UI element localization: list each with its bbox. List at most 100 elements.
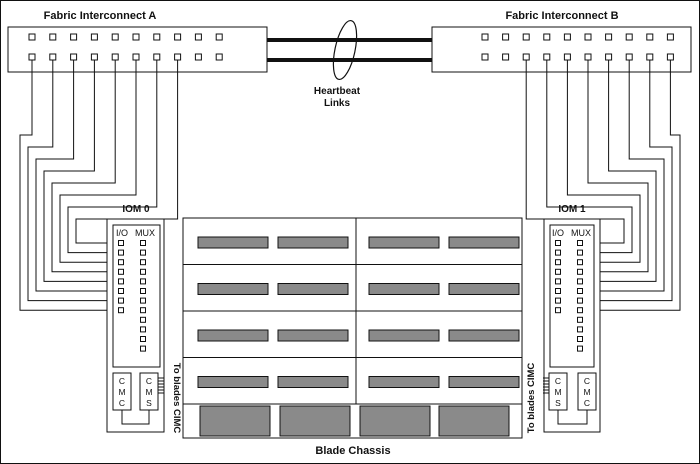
fabric-b-port-r2-1 <box>481 53 489 61</box>
iom0-io-port-4 <box>118 268 124 275</box>
iom1-io-port-1 <box>555 240 561 246</box>
iom0-mux-port-4 <box>140 268 146 275</box>
fabric-a-port-r1-3 <box>70 33 78 41</box>
iom1-mux-label: MUX <box>571 228 591 238</box>
fabric-interconnect-b: Fabric Interconnect B <box>431 10 692 73</box>
fabric-a-wire-1 <box>19 60 118 311</box>
power-supply-1 <box>199 405 271 437</box>
fabric-b-port-r1-9 <box>646 33 654 41</box>
heartbeat-label-line1: Heartbeat <box>314 86 361 97</box>
fabric-b-port-r1-8 <box>625 33 633 41</box>
blade-slot-r4-4 <box>448 376 520 388</box>
iom1-mux-port-6 <box>577 288 583 294</box>
iom1-cms-letter-3: S <box>555 398 561 408</box>
blade-slot-r3-3 <box>368 329 440 342</box>
iom0-mux-port-2 <box>140 249 146 256</box>
power-supply-3 <box>359 405 431 437</box>
fabric-a-title: Fabric Interconnect A <box>44 10 157 22</box>
iom0-mux-port-8 <box>140 307 146 314</box>
blade-slot-r2-2 <box>277 283 349 295</box>
power-supply-4 <box>438 405 510 437</box>
fabric-a-wire-6 <box>59 60 137 263</box>
blade-slot-r1-1 <box>197 236 269 249</box>
iom1-cms-letter-2: M <box>554 387 561 397</box>
iom1-io-port-3 <box>555 259 561 266</box>
chassis-outline <box>182 217 523 439</box>
iom0-cmc-letter-3: C <box>119 398 125 408</box>
fabric-interconnect-a: Fabric Interconnect A <box>7 10 268 73</box>
fabric-a-port-r2-9 <box>194 53 202 61</box>
fabric-a-port-r1-7 <box>153 33 161 41</box>
iom1-cmc-letter-1: C <box>584 376 590 386</box>
fabric-a-wire-3 <box>35 60 118 292</box>
fabric-a-port-r2-2 <box>49 53 57 61</box>
iom0-title: IOM 0 <box>122 204 150 215</box>
iom1-cms-letter-1: C <box>555 376 561 386</box>
fabric-a-port-r2-3 <box>70 53 78 61</box>
fabric-b-port-r2-5 <box>563 53 571 61</box>
fabric-a-port-r2-8 <box>174 53 182 61</box>
fabric-a-port-r2-1 <box>28 53 36 61</box>
heartbeat-ellipse <box>332 19 358 81</box>
fabric-b-port-r1-6 <box>584 33 592 41</box>
iom0-io-port-7 <box>118 297 124 304</box>
fabric-b-wire-1 <box>583 60 681 311</box>
fabric-b-to-iom1-wires <box>525 60 681 311</box>
fabric-a-wire-7 <box>67 60 158 254</box>
fabric-a-wire-8 <box>75 60 179 244</box>
heartbeat-label-line2: Links <box>324 98 351 109</box>
iom1-to-blades-label: To blades CIMC <box>526 363 537 434</box>
iom0-cms-letter-1: C <box>146 376 152 386</box>
blade-slot-r2-4 <box>448 283 520 295</box>
iom1-mux-port-7 <box>577 297 583 304</box>
iom0-mux-port-5 <box>140 278 146 285</box>
iom1-io-port-5 <box>555 278 561 285</box>
fabric-b-port-r2-10 <box>666 53 674 61</box>
fabric-b-port-r1-1 <box>481 33 489 41</box>
iom1-io-port-4 <box>555 268 561 275</box>
iom0-mux-port-12 <box>140 345 146 352</box>
iom0-cms-letter-2: M <box>145 387 152 397</box>
iom1-cmc-letter-3: C <box>584 398 590 408</box>
blade-slot-r4-1 <box>197 376 269 388</box>
iom0-mux-port-10 <box>140 326 146 333</box>
fabric-b-port-r1-10 <box>666 33 674 41</box>
iom0-cmc-cms-link <box>121 410 150 425</box>
chassis-power-supplies <box>199 405 510 437</box>
blade-slot-r4-2 <box>277 376 349 388</box>
fabric-b-wire-6 <box>566 60 641 263</box>
fabric-b-port-r2-4 <box>543 53 551 61</box>
iom1-io-port-7 <box>555 297 561 304</box>
iom0-io-port-1 <box>118 240 124 246</box>
fabric-b-wire-8 <box>525 60 625 244</box>
iom1-io-label: I/O <box>552 228 564 238</box>
iom1-mux-port-9 <box>577 316 583 323</box>
iom0-inner-box <box>112 224 161 368</box>
blade-slot-r3-2 <box>277 329 349 342</box>
iom1-mux-port-12 <box>577 345 583 352</box>
iom1-mux-port-10 <box>577 326 583 333</box>
fabric-b-wire-7 <box>546 60 633 254</box>
fabric-a-port-r2-4 <box>90 53 98 61</box>
fabric-b-port-r1-3 <box>522 33 530 41</box>
power-supply-2 <box>279 405 351 437</box>
fabric-b-port-r2-9 <box>646 53 654 61</box>
iom0-mux-label: MUX <box>135 228 155 238</box>
iom0-mux-port-1 <box>140 240 146 246</box>
iom1-inner-box <box>549 224 595 368</box>
fabric-b-port-r1-2 <box>502 33 510 41</box>
fabric-a-port-r1-10 <box>215 33 223 41</box>
blade-chassis: Blade Chassis <box>182 217 523 457</box>
iom0-io-port-8 <box>118 307 124 314</box>
fabric-b-port-r1-7 <box>605 33 613 41</box>
iom0-to-blades-label: To blades CIMC <box>171 363 182 434</box>
fabric-a-port-r1-2 <box>49 33 57 41</box>
iom1-mux-port-4 <box>577 268 583 275</box>
iom0-cmc-letter-2: M <box>118 387 125 397</box>
iom1-mux-port-2 <box>577 249 583 256</box>
fabric-a-port-r1-6 <box>132 33 140 41</box>
blade-slot-r2-3 <box>368 283 440 295</box>
fabric-b-port-r2-8 <box>625 53 633 61</box>
